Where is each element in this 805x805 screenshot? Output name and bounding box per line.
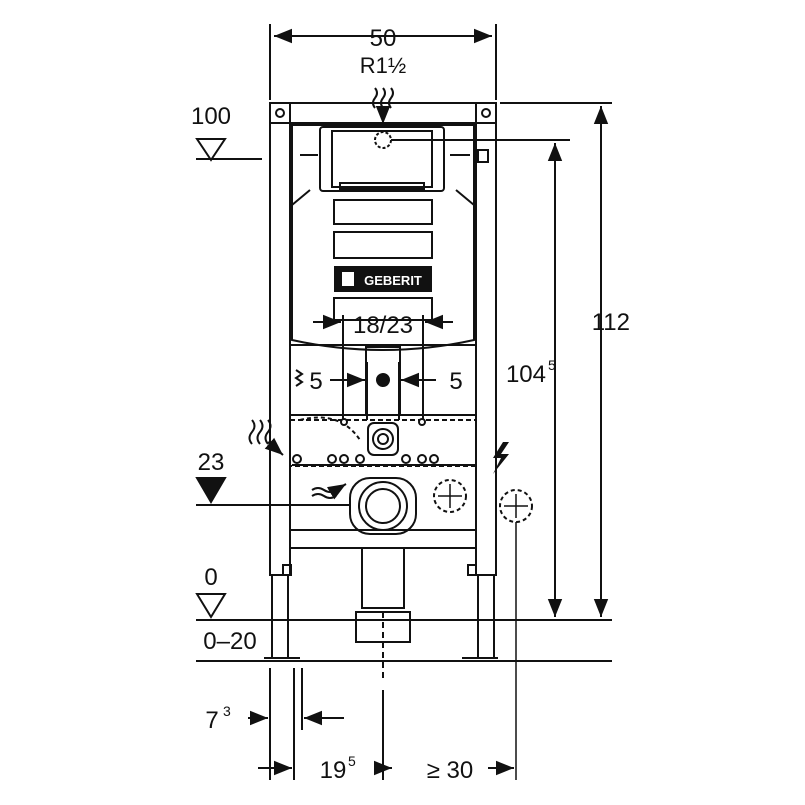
dim-height-104-sup: 5 [548,357,556,373]
electric-icon [493,442,509,474]
dim-height-112: 112 [592,309,630,336]
dim-offset-7-sup: 3 [223,703,231,719]
frame [264,102,498,659]
dim-min-30: ≥ 30 [427,757,474,784]
stud-holes [292,418,439,464]
dim-width-50: 50 [370,25,397,52]
dim-pipe-thread: R1½ [360,53,406,78]
level-markers [195,138,227,619]
dim-offset-19-sup: 5 [348,753,356,769]
flush-connection [367,373,399,456]
drain-pipe [349,477,417,680]
dim-flush-spacing: 18/23 [353,312,413,339]
dim-left-5: 5 [309,368,322,395]
dim-height-104: 104 [506,361,546,388]
level-0: 0 [204,564,217,591]
dim-right-5: 5 [449,368,462,395]
level-23: 23 [198,449,225,476]
wavy-arrow-icon [248,419,347,500]
logo-text: GEBERIT [364,273,422,288]
dim-offset-19: 19 [320,757,347,784]
dim-offset-7: 7 [205,707,218,734]
dimension-lines [248,24,612,780]
floor-lines [196,158,612,662]
electrical-crosshair [438,484,528,780]
cistern [291,124,489,351]
floor-range: 0–20 [203,628,256,655]
electrical-boxes [433,479,533,523]
geberit-logo: GEBERIT [334,266,432,292]
level-100: 100 [191,103,231,130]
